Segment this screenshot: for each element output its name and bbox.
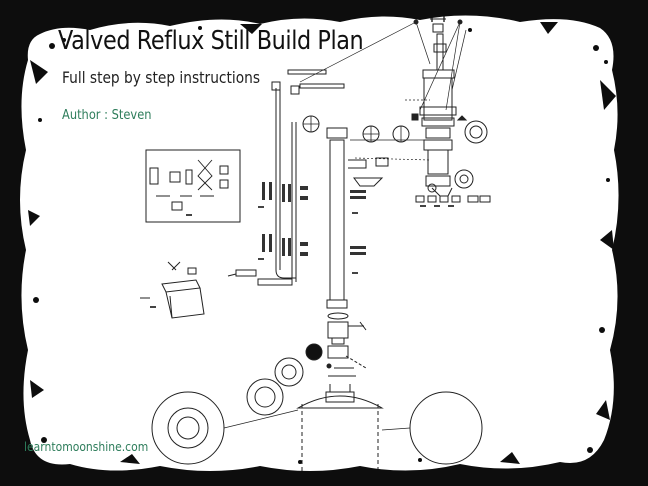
part-number-marks: [150, 205, 454, 308]
reflux-column: [326, 127, 389, 369]
document-title: Valved Reflux Still Build Plan: [58, 26, 364, 56]
condenser-pipes: [227, 69, 345, 286]
detail-inset-box: [145, 149, 241, 223]
mounting-bracket: [140, 261, 205, 319]
leader-lines: [299, 21, 467, 161]
dephlegmator-assembly: [411, 33, 488, 189]
boiler-keg: [151, 384, 483, 478]
website-link[interactable]: learntomoonshine.com: [24, 440, 149, 454]
author-line: Author : Steven: [62, 108, 152, 123]
grunge-speckles: [33, 26, 610, 464]
pipe-clamps: [262, 182, 366, 256]
thermometer-gauges: [302, 115, 410, 143]
document-subtitle: Full step by step instructions: [62, 68, 261, 87]
valve-parts: [415, 183, 491, 203]
column-base-fittings: [246, 343, 356, 416]
